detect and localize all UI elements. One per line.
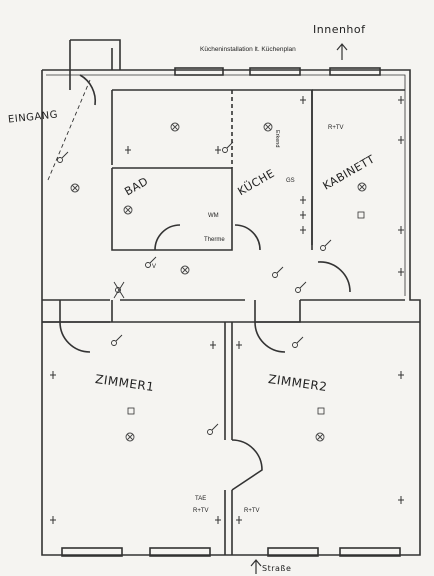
light-icon (70, 183, 80, 193)
socket-icon (300, 196, 306, 204)
light-icon (180, 265, 190, 275)
light-icon (315, 432, 325, 442)
bottom-label: Straße (262, 564, 292, 573)
switch-icon (292, 336, 304, 348)
switch-icon (113, 281, 125, 299)
socket-icon (125, 146, 131, 154)
kitchen-note: Kücheninstallation lt. Küchenplan (200, 46, 296, 53)
rtv-label-zimmer1: R+TV (193, 508, 209, 514)
socket-icon (398, 226, 404, 234)
socket-icon (398, 268, 404, 276)
socket-icon (300, 211, 306, 219)
light-icon (125, 432, 135, 442)
switch-icon (145, 256, 157, 268)
socket-icon (215, 146, 221, 154)
socket-icon (300, 226, 306, 234)
switch-icon (207, 423, 219, 435)
switch-icon (295, 281, 307, 293)
socket-icon (50, 516, 56, 524)
tv-outlet-icon (127, 407, 135, 415)
tv-outlet-icon (357, 211, 365, 219)
wm-label: WM (208, 213, 219, 219)
therme-label: Therme (204, 237, 225, 243)
innenhof-label: Innenhof (313, 23, 366, 36)
socket-icon (210, 341, 216, 349)
switch-icon (320, 239, 332, 251)
socket-icon (50, 371, 56, 379)
switch-icon (222, 141, 234, 153)
socket-icon (215, 516, 221, 524)
tae-label: TAE (195, 496, 207, 502)
switch-icon (57, 151, 69, 163)
socket-icon (398, 136, 404, 144)
erkend-label: Erkend (274, 130, 280, 148)
socket-icon (300, 96, 306, 104)
light-icon (263, 122, 273, 132)
switch-icon (111, 334, 123, 346)
switch-icon (272, 266, 284, 278)
socket-icon (398, 496, 404, 504)
socket-icon (398, 371, 404, 379)
socket-icon (236, 516, 242, 524)
socket-icon (398, 96, 404, 104)
north-arrow-icon (336, 43, 348, 60)
light-icon (357, 182, 367, 192)
south-arrow-icon (250, 559, 262, 574)
gs-label: GS (286, 178, 295, 184)
light-icon (170, 122, 180, 132)
rtv-label-zimmer2: R+TV (244, 508, 260, 514)
rtv-label-kabinett: R+TV (328, 125, 344, 131)
light-icon (123, 205, 133, 215)
socket-icon (236, 341, 242, 349)
tv-outlet-icon (317, 407, 325, 415)
v-label: V (152, 264, 157, 270)
